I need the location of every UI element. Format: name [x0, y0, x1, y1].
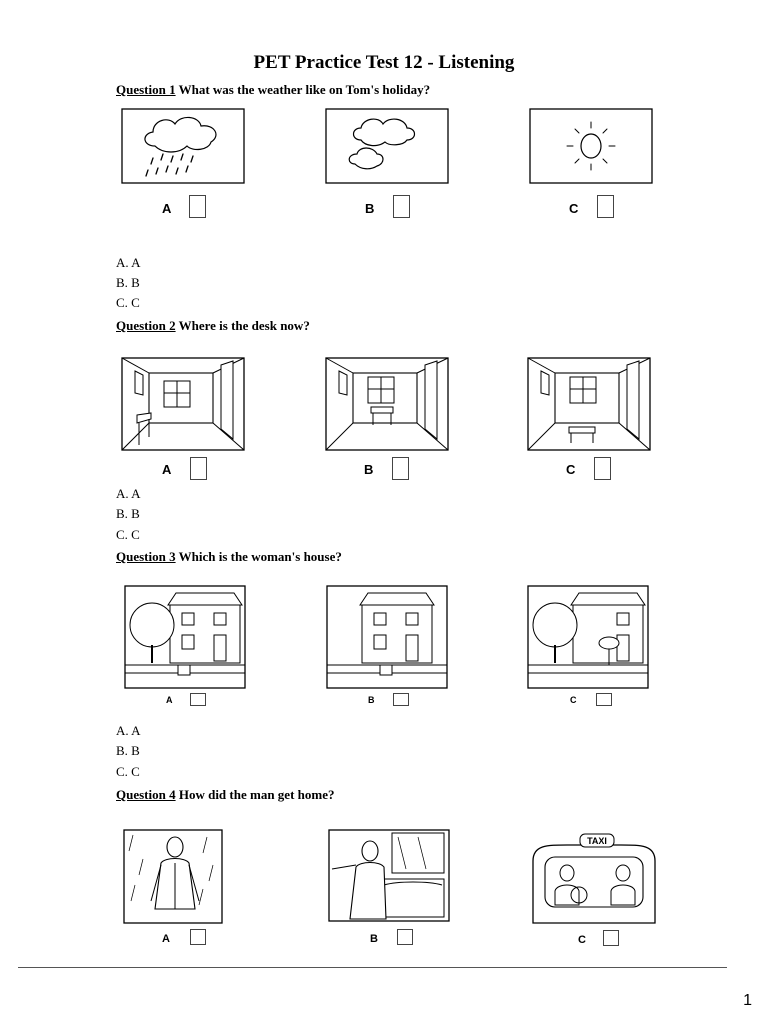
q1-option-c[interactable]: C. C: [116, 295, 140, 310]
q1-option-b[interactable]: B. B: [116, 275, 140, 290]
question-number: Question 4: [116, 787, 176, 802]
taxi-sign-text: TAXI: [587, 836, 607, 846]
question-number: Question 2: [116, 318, 176, 333]
q1-checkbox-b[interactable]: [393, 195, 410, 218]
q3-picture-a-house-with-tree: [124, 585, 246, 689]
q2-option-c[interactable]: C. C: [116, 527, 140, 542]
q4-checkbox-a[interactable]: [190, 929, 206, 945]
question-1-heading: Question 1 What was the weather like on …: [116, 82, 430, 98]
q4-label-b: B: [370, 933, 378, 945]
q4-label-a: A: [162, 933, 170, 945]
q4-picture-c-taxi: TAXI: [527, 831, 661, 927]
question-text: Which is the woman's house?: [175, 549, 342, 564]
q2-picture-c-desk-in-middle: [527, 357, 651, 451]
q1-option-a[interactable]: A. A: [116, 255, 141, 270]
question-4-heading: Question 4 How did the man get home?: [116, 787, 334, 803]
q1-checkbox-c[interactable]: [597, 195, 614, 218]
q3-checkbox-a[interactable]: [190, 693, 206, 706]
question-text: What was the weather like on Tom's holid…: [175, 82, 431, 97]
q1-picture-c-sunny: [529, 108, 653, 184]
q2-label-b: B: [364, 462, 374, 477]
q4-checkbox-b[interactable]: [397, 929, 413, 945]
q4-picture-b-on-train: [328, 829, 450, 922]
q2-picture-a-desk-by-wall: [121, 357, 245, 451]
q3-checkbox-b[interactable]: [393, 693, 409, 706]
q4-label-c: C: [578, 934, 586, 946]
q3-option-b[interactable]: B. B: [116, 743, 140, 758]
q3-label-c: C: [570, 695, 577, 705]
q4-checkbox-c[interactable]: [603, 930, 619, 946]
q1-picture-b-cloudy: [325, 108, 449, 184]
q2-option-a[interactable]: A. A: [116, 486, 141, 501]
q2-label-c: C: [566, 462, 576, 477]
q1-checkbox-a[interactable]: [189, 195, 206, 218]
question-2-heading: Question 2 Where is the desk now?: [116, 318, 310, 334]
q4-picture-a-walking-in-rain: [123, 829, 223, 924]
q1-label-b: B: [365, 201, 375, 216]
q1-label-c: C: [569, 201, 579, 216]
q1-label-a: A: [162, 201, 172, 216]
q2-checkbox-c[interactable]: [594, 457, 611, 480]
q2-checkbox-b[interactable]: [392, 457, 409, 480]
q3-label-a: A: [166, 695, 173, 705]
q3-option-a[interactable]: A. A: [116, 723, 141, 738]
q3-option-c[interactable]: C. C: [116, 764, 140, 779]
q2-option-b[interactable]: B. B: [116, 506, 140, 521]
q2-picture-b-desk-under-window: [325, 357, 449, 451]
question-3-heading: Question 3 Which is the woman's house?: [116, 549, 342, 565]
page-title: PET Practice Test 12 - Listening: [253, 52, 515, 73]
question-text: Where is the desk now?: [175, 318, 310, 333]
q3-picture-c-house-with-sign: [527, 585, 649, 689]
q1-picture-a-rain: [121, 108, 245, 184]
q3-picture-b-house-no-tree: [326, 585, 448, 689]
footer-divider: [18, 967, 727, 968]
q3-checkbox-c[interactable]: [596, 693, 612, 706]
q3-label-b: B: [368, 695, 375, 705]
question-number: Question 3: [116, 549, 176, 564]
question-text: How did the man get home?: [175, 787, 335, 802]
page-number: 1: [743, 992, 752, 1009]
question-number: Question 1: [116, 82, 176, 97]
q2-checkbox-a[interactable]: [190, 457, 207, 480]
q2-label-a: A: [162, 462, 172, 477]
